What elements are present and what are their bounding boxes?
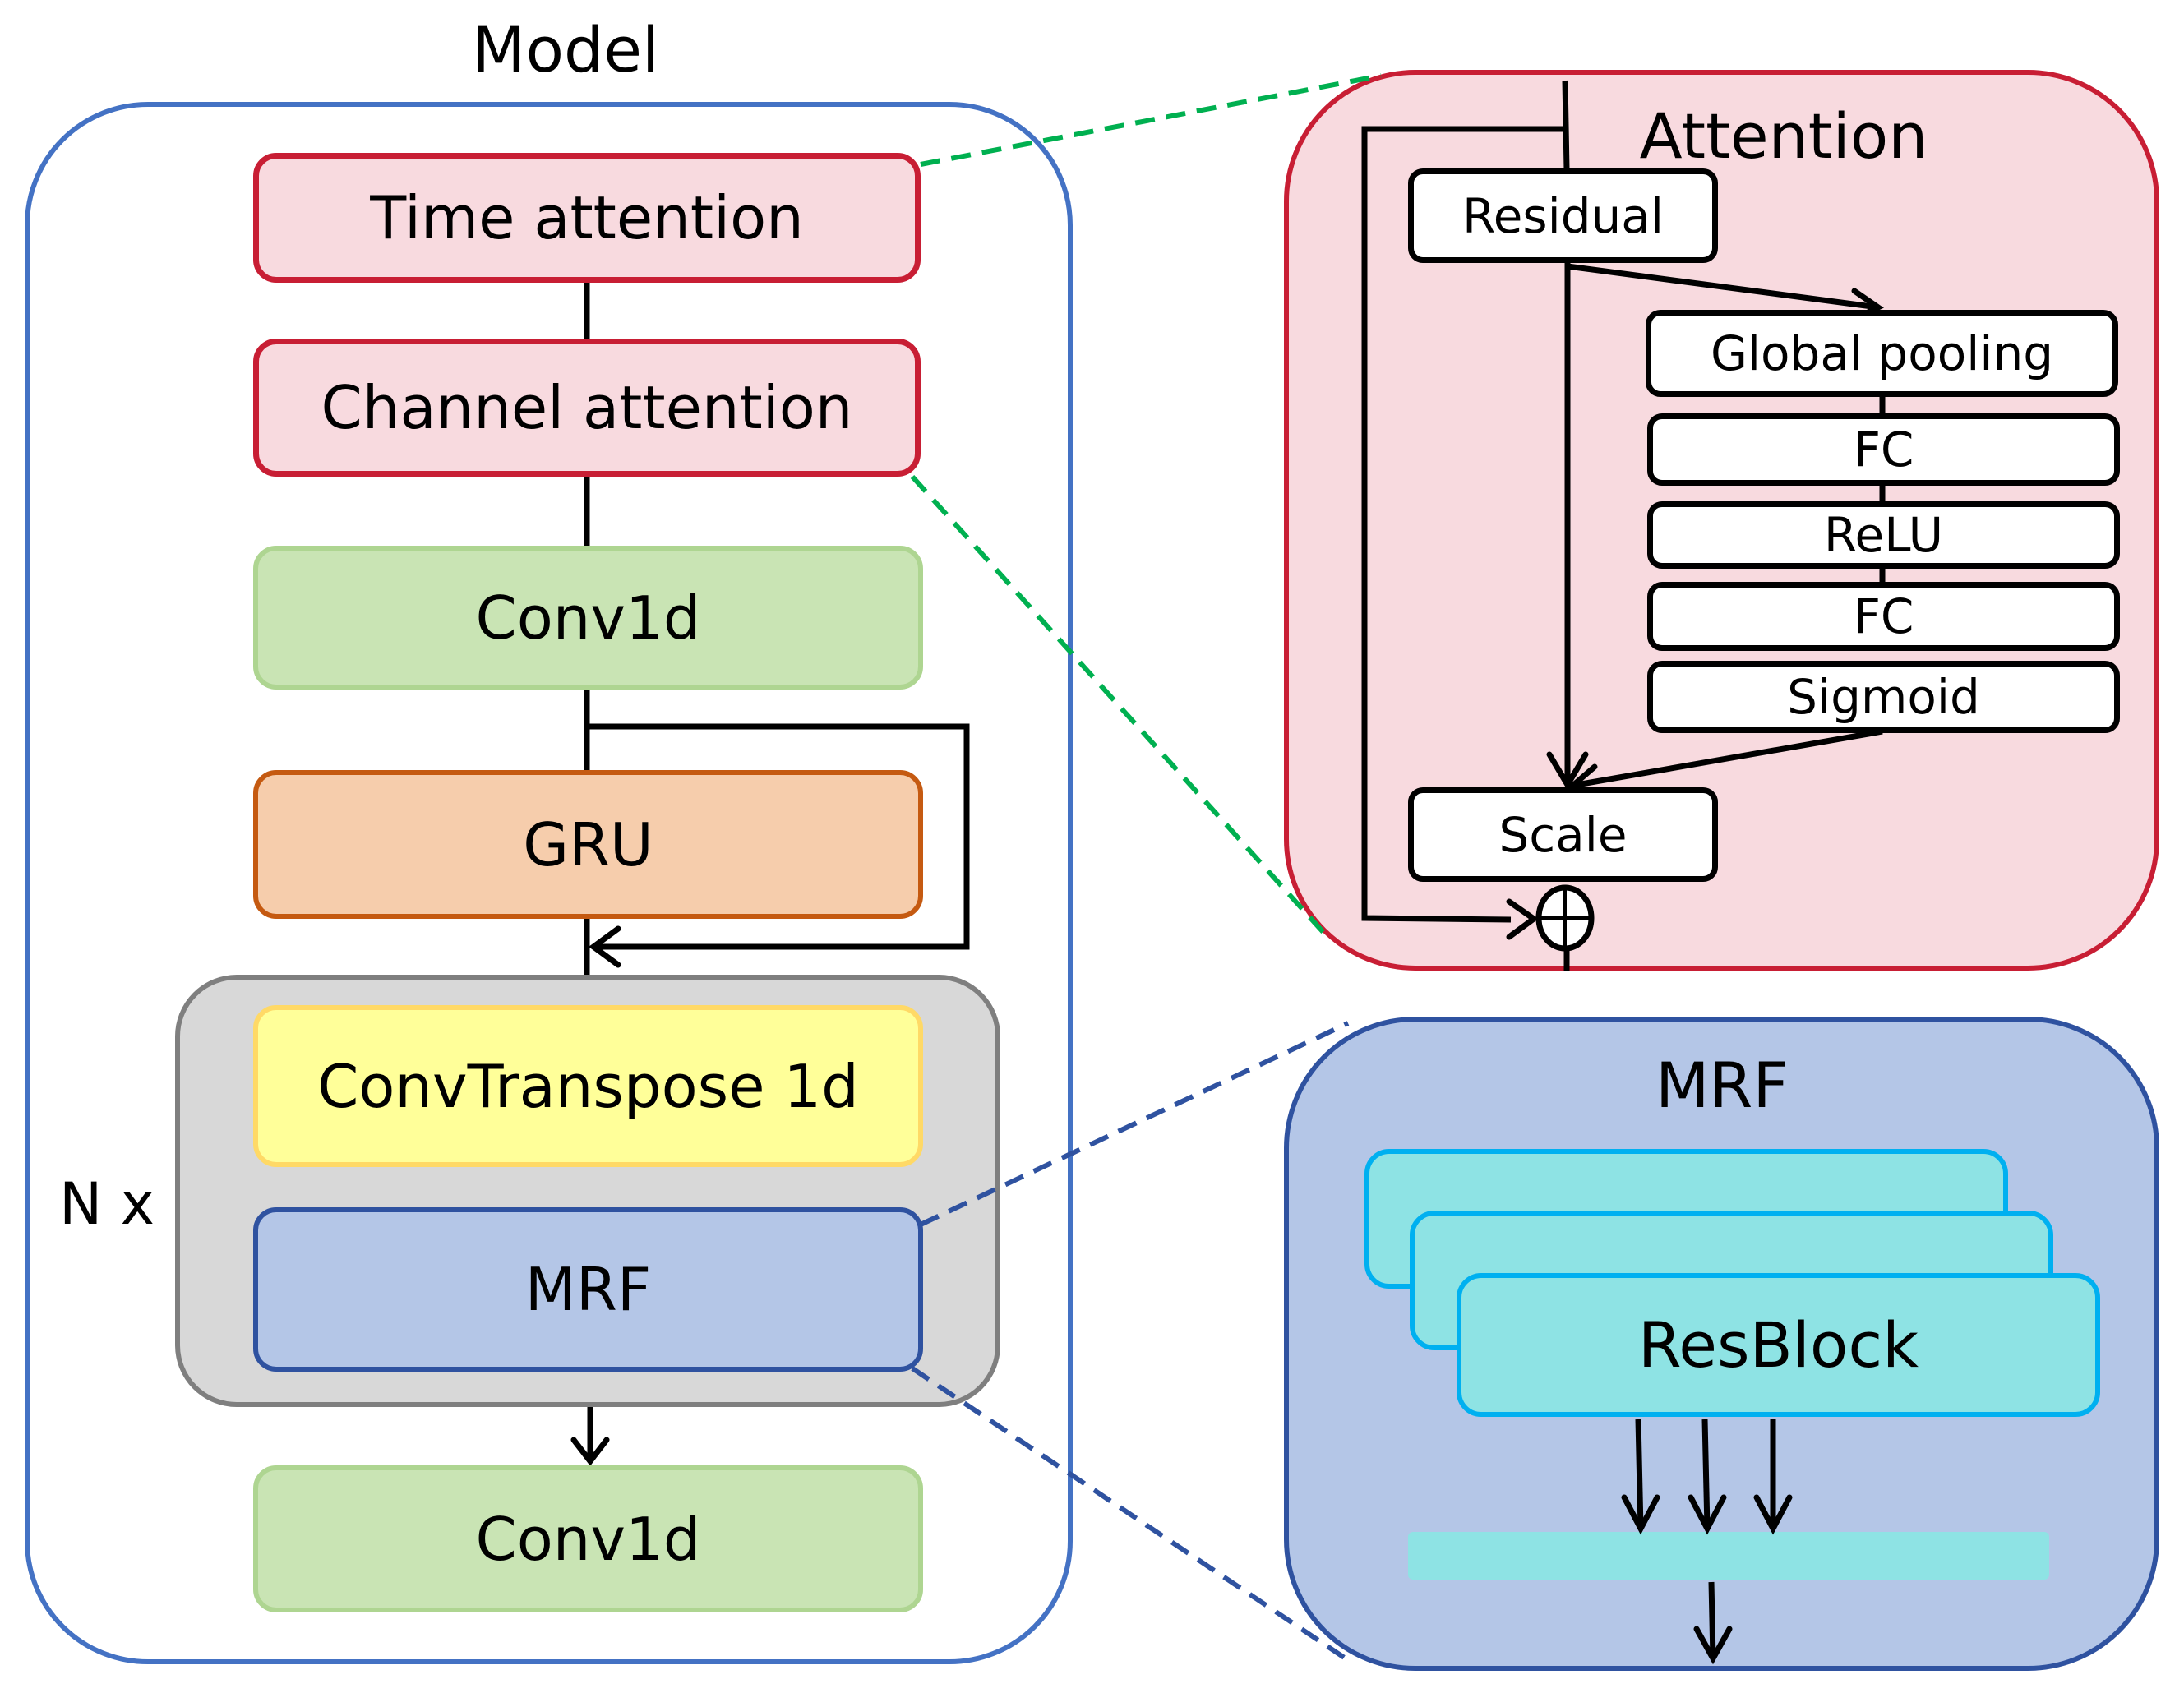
residual-block[interactable]: Residual	[1408, 168, 1718, 263]
gru-skip-connection	[587, 723, 970, 950]
attention-detail-title: Attention	[1639, 99, 1928, 173]
nx-to-conv1d-arrowhead	[570, 1437, 610, 1466]
global-pooling-label: Global pooling	[1710, 325, 2054, 381]
mrf-output-arrowhead	[1693, 1626, 1733, 1665]
att-residual-to-pooling	[1567, 263, 1879, 311]
conv1d-label-bottom: Conv1d	[475, 1504, 701, 1574]
branch-arrowhead-2	[1688, 1494, 1727, 1535]
zoom-line-attention-bottom	[910, 474, 1330, 939]
mrf-detail-title: MRF	[1655, 1048, 1789, 1122]
model-title: Model	[471, 12, 660, 86]
mrf-block[interactable]: MRF	[253, 1207, 923, 1372]
fc-block-1[interactable]: FC	[1647, 413, 2120, 486]
time-attention-block[interactable]: Time attention	[253, 153, 921, 283]
sum-icon	[1535, 884, 1595, 952]
model-container	[25, 102, 1073, 1664]
gru-block[interactable]: GRU	[253, 770, 923, 919]
sigmoid-label: Sigmoid	[1787, 669, 1980, 725]
resblock-layer-front[interactable]: ResBlock	[1457, 1273, 2100, 1417]
time-attention-label: Time attention	[370, 183, 804, 252]
att-skip-path	[1361, 126, 1565, 923]
fc-block-2[interactable]: FC	[1647, 582, 2120, 651]
fc-label-2: FC	[1853, 588, 1914, 644]
zoom-line-attention-top	[920, 73, 1382, 167]
conv1d-block-bottom[interactable]: Conv1d	[253, 1465, 923, 1612]
conv1d-label-top: Conv1d	[475, 583, 701, 653]
global-pooling-block[interactable]: Global pooling	[1646, 310, 2118, 397]
branch-arrowhead-1	[1621, 1494, 1660, 1535]
mrf-label: MRF	[524, 1255, 652, 1324]
branch-arrow-2	[1701, 1419, 1711, 1529]
mrf-sum-bar	[1408, 1532, 2049, 1580]
channel-attention-block[interactable]: Channel attention	[253, 339, 921, 477]
gru-label: GRU	[523, 810, 653, 879]
residual-label: Residual	[1462, 187, 1664, 244]
att-input-line	[1562, 80, 1570, 170]
branch-arrow-1	[1635, 1419, 1644, 1529]
repeat-count-label: N x	[58, 1170, 155, 1238]
relu-label: ReLU	[1823, 507, 1944, 563]
zoom-line-mrf-top	[919, 1021, 1350, 1227]
resblock-label: ResBlock	[1637, 1308, 1919, 1382]
relu-block[interactable]: ReLU	[1647, 501, 2120, 569]
convtranspose-label: ConvTranspose 1d	[317, 1051, 859, 1121]
att-skip-arrowhead	[1506, 898, 1540, 940]
zoom-line-mrf-bottom	[911, 1366, 1350, 1663]
conv1d-block-top[interactable]: Conv1d	[253, 546, 923, 690]
fc-label-1: FC	[1853, 422, 1914, 477]
scale-label: Scale	[1498, 806, 1628, 863]
sigmoid-block[interactable]: Sigmoid	[1647, 661, 2120, 733]
gru-skip-arrowhead	[589, 925, 621, 968]
scale-block[interactable]: Scale	[1408, 787, 1718, 882]
convtranspose-block[interactable]: ConvTranspose 1d	[253, 1005, 923, 1167]
att-residual-scale-arrowhead	[1546, 751, 1589, 791]
channel-attention-label: Channel attention	[321, 373, 853, 442]
att-sigmoid-to-scale	[1576, 728, 1883, 788]
branch-arrowhead-3	[1753, 1494, 1793, 1535]
mrf-output-arrow	[1708, 1581, 1716, 1659]
